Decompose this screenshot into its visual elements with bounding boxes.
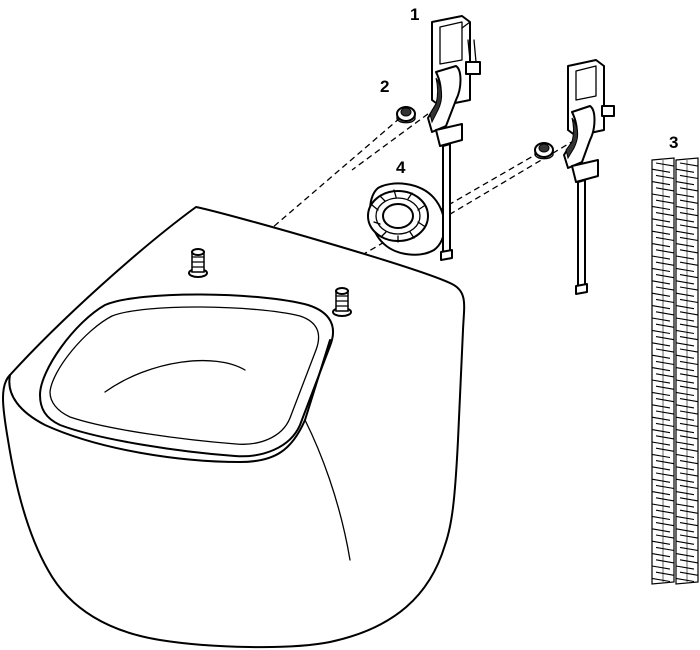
- sound-insulation-strip: [651, 157, 699, 585]
- bowl-front-rim: [8, 339, 331, 463]
- bowl-outer-shell: [2, 206, 466, 649]
- fixing-bracket-right: [563, 59, 615, 295]
- callout-part-1: 1: [410, 5, 419, 24]
- fixing-bracket-left: [427, 15, 481, 261]
- callout-part-3: 3: [669, 133, 678, 152]
- fixing-nut-right: [534, 142, 554, 160]
- callout-part-2: 2: [380, 77, 389, 96]
- insulation-strip-ridges: [675, 162, 699, 583]
- toilet-bowl: [2, 206, 466, 649]
- callout-part-4: 4: [396, 158, 406, 177]
- bowl-fixing-stud-left: [188, 248, 208, 278]
- bowl-fixing-stud-right: [332, 287, 352, 317]
- bowl-seat-opening-inner: [49, 306, 320, 445]
- connector-sleeve: [367, 182, 446, 256]
- bowl-seat-opening-outer: [39, 293, 335, 458]
- fixing-nut-left: [396, 106, 416, 124]
- bowl-side-contour: [304, 419, 351, 561]
- guide-line-left-bolt: [271, 117, 401, 229]
- guide-line-left-bracket: [351, 107, 437, 171]
- bowl-interior-curve: [104, 360, 246, 393]
- insulation-strip-ridges: [651, 162, 675, 583]
